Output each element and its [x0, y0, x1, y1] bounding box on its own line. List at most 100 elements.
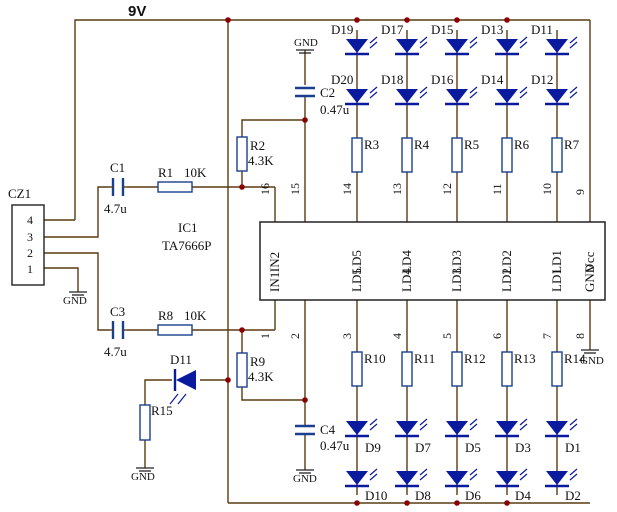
- resistor-r9: [236, 352, 248, 388]
- junction-dots: [225, 17, 510, 506]
- connector-pin-2: 2: [27, 246, 33, 260]
- connector-pin-1: 1: [27, 262, 33, 276]
- connector-pin-4: 4: [27, 213, 33, 227]
- ic-bottom-pin-num: 8: [573, 333, 587, 339]
- ic-body: [259, 221, 606, 301]
- bottom-resistor-label: R12: [464, 351, 486, 366]
- resistor-r15: [139, 404, 151, 441]
- led-symbol: [445, 418, 478, 438]
- led-symbol: [395, 86, 428, 106]
- connector-ref: CZ1: [8, 186, 31, 201]
- r2-ref: R2: [250, 138, 265, 153]
- top-led-row1-label: D15: [431, 22, 453, 37]
- top-channel-resistor: [351, 137, 363, 173]
- top-resistor-label: R7: [564, 137, 580, 152]
- top-resistor-label: R3: [364, 137, 379, 152]
- top-led-row2-label: D12: [531, 72, 553, 87]
- connector-body: [11, 204, 45, 286]
- top-led-row2-label: D20: [331, 72, 353, 87]
- resistor-r8: [157, 324, 193, 336]
- led-symbol: [545, 86, 578, 106]
- ic-bottom-pin-name: GND: [582, 264, 597, 292]
- r2-value: 4.3K: [248, 153, 274, 168]
- ic-top-pin-name: LD2: [499, 250, 514, 274]
- ic-bottom-pin-name: LD1: [549, 268, 564, 292]
- ground-symbol: [69, 291, 87, 296]
- r15-ref: R15: [151, 403, 173, 418]
- top-channel-resistor: [451, 137, 463, 173]
- led-symbol: [545, 468, 578, 488]
- top-channel-resistor: [401, 137, 413, 173]
- ic-bottom-pin-name: IN1: [267, 272, 282, 292]
- bottom-channel-resistor: [401, 351, 413, 387]
- led-channels: D19D20R3R10D9D10D17D18R4R11D7D8D15D16R5R…: [331, 22, 586, 503]
- ic-top-pin-name: IN2: [267, 252, 282, 272]
- c1-ref: C1: [110, 160, 125, 175]
- ground-symbol: [296, 469, 314, 474]
- d11-power-ref: D11: [170, 352, 192, 367]
- c3-value: 4.7u: [104, 344, 127, 359]
- led-symbol: [495, 418, 528, 438]
- led-symbol: [445, 86, 478, 106]
- r1-value: 10K: [184, 165, 207, 180]
- capacitor-c4: [292, 424, 318, 436]
- ic-top-pin-num: 9: [573, 189, 587, 195]
- top-led-row2-label: D14: [481, 72, 504, 87]
- led-symbol: [445, 36, 478, 56]
- led-symbol: [345, 418, 378, 438]
- led-symbol: [395, 468, 428, 488]
- led-symbol: [495, 86, 528, 106]
- bottom-resistor-label: R14: [564, 351, 586, 366]
- bottom-resistor-label: R13: [514, 351, 536, 366]
- ic-bottom-pin-num: 3: [340, 333, 354, 339]
- ground-label: GND: [63, 295, 87, 307]
- led-symbol: [545, 36, 578, 56]
- c2-value: 0.47u: [320, 102, 350, 117]
- c4-value: 0.47u: [320, 438, 350, 453]
- capacitor-c3: [110, 321, 128, 339]
- ic-bottom-pin-num: 7: [540, 333, 554, 339]
- top-led-row1-label: D11: [531, 22, 553, 37]
- top-led-row1-label: D17: [381, 22, 404, 37]
- bottom-resistor-label: R11: [414, 351, 435, 366]
- ic-part: TA7666P: [162, 238, 212, 253]
- resistor-r1: [157, 181, 193, 193]
- ic-top-pin-num: 14: [340, 183, 354, 195]
- power-led-d11: [169, 369, 196, 405]
- top-channel-resistor: [501, 137, 513, 173]
- bottom-led-row2-label: D2: [565, 488, 581, 503]
- ic-top-pin-name: Vcc: [582, 251, 597, 272]
- top-resistor-label: R5: [464, 137, 479, 152]
- top-led-row1-label: D19: [331, 22, 353, 37]
- ic-top-pin-num: 11: [490, 183, 504, 195]
- ic-bottom-pin-name: LD5: [349, 268, 364, 292]
- c2-ref: C2: [320, 85, 335, 100]
- r8-value: 10K: [184, 308, 207, 323]
- ground-symbol: [296, 49, 314, 54]
- ground-label: GND: [131, 471, 155, 483]
- supply-label: 9V: [128, 3, 146, 20]
- ground-label: GND: [580, 355, 604, 367]
- ground-label: GND: [293, 473, 317, 485]
- top-resistor-label: R4: [414, 137, 430, 152]
- r1-ref: R1: [158, 165, 173, 180]
- connector-pin-3: 3: [27, 230, 33, 244]
- bottom-led-row2-label: D6: [465, 488, 481, 503]
- channel-wires: [356, 30, 558, 495]
- bottom-resistor-label: R10: [364, 351, 386, 366]
- ic-top-pin-num: 13: [390, 183, 404, 195]
- ic-ref: IC1: [178, 220, 198, 235]
- led-symbol: [345, 468, 378, 488]
- ic-top-pin-name: LD3: [449, 250, 464, 274]
- ic-bottom-pin-name: LD2: [499, 268, 514, 292]
- bottom-led-row1-label: D9: [365, 440, 381, 455]
- ic-bottom-pin-name: LD4: [399, 268, 414, 292]
- led-symbol: [545, 418, 578, 438]
- ic-bottom-pin-num: 5: [440, 333, 454, 339]
- led-symbol: [495, 36, 528, 56]
- top-led-row2-label: D18: [381, 72, 403, 87]
- ground-symbol: [136, 467, 154, 472]
- r8-ref: R8: [158, 308, 173, 323]
- top-led-row1-label: D13: [481, 22, 503, 37]
